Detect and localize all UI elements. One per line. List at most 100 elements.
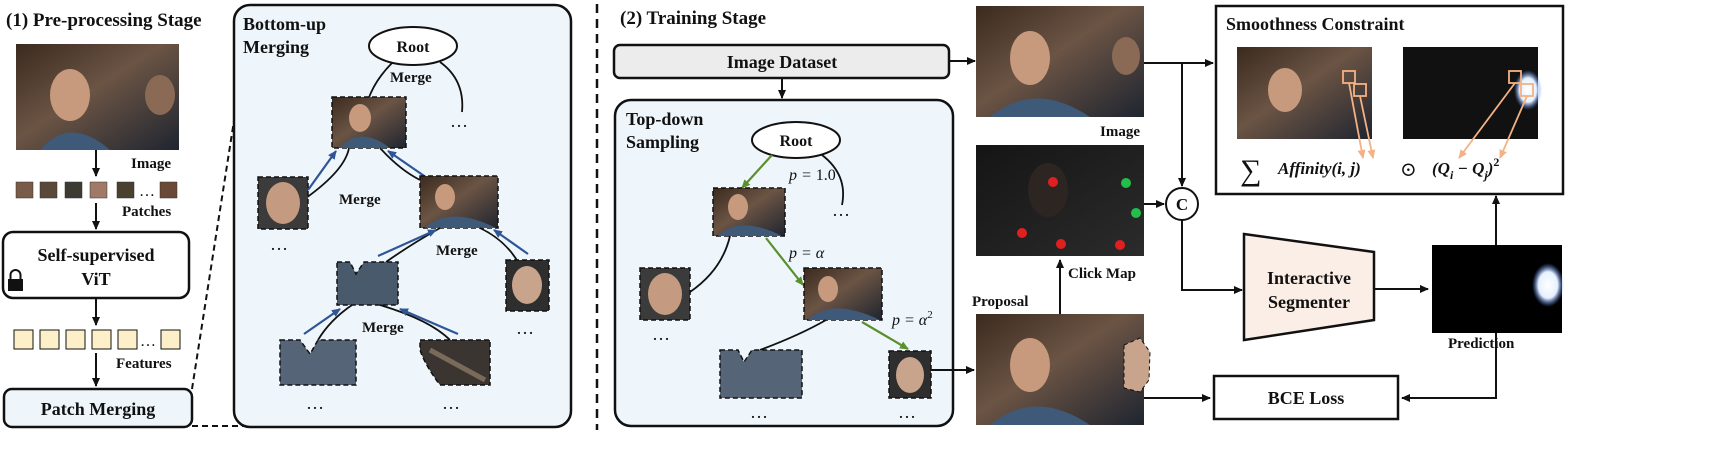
smoothness-box: Smoothness Constraint ∑ Affinity(i, j) ⊙… <box>1214 4 1565 196</box>
affinity-arrow-2 <box>1359 95 1376 159</box>
bu-node-face-right <box>505 259 550 312</box>
td-ellipsis-left: … <box>652 324 670 344</box>
td-prob-3: p = α2 <box>891 309 933 329</box>
training-stage-title: (2) Training Stage <box>620 8 766 29</box>
bu-merge-label-top: Merge <box>390 70 432 86</box>
bu-edge-root-right <box>439 61 464 113</box>
bu-node-level1 <box>331 96 407 149</box>
click-map <box>976 145 1144 256</box>
td-green-arrow-3 <box>861 321 909 350</box>
bu-merge-label-low: Merge <box>436 243 478 259</box>
patches-ellipsis: … <box>139 183 155 200</box>
click-map-label: Click Map <box>1068 266 1136 282</box>
concat-to-segmenter-arrow <box>1181 220 1243 294</box>
patch-merging-label: Patch Merging <box>41 399 155 419</box>
concat-node: C <box>1165 187 1199 221</box>
td-edge-root-right <box>821 154 844 206</box>
bu-edge-l1-left <box>305 147 350 199</box>
smoothness-image <box>1237 47 1372 139</box>
image-label: Image <box>131 156 171 172</box>
features-ellipsis: … <box>140 333 156 350</box>
bu-blue-arrow-3 <box>377 228 437 258</box>
td-green-arrow-2 <box>765 237 804 286</box>
bu-edge-l1-right <box>379 147 421 181</box>
bu-leaf-right <box>419 339 491 386</box>
prediction-map <box>1432 245 1564 333</box>
td-ellipsis-root: … <box>832 200 850 220</box>
bu-ellipsis-leaf-right: … <box>442 393 460 413</box>
bu-leaf-left <box>279 339 357 386</box>
training-image-label: Image <box>1100 124 1140 140</box>
concat-symbol: C <box>1176 195 1188 214</box>
td-ellipsis-l3: … <box>750 402 768 422</box>
bu-ellipsis-root: … <box>450 111 468 131</box>
td-node-level1 <box>712 187 786 237</box>
bu-ellipsis-left: … <box>270 234 288 254</box>
top-down-panel <box>613 98 955 428</box>
vit-box: Self-supervised ViT <box>1 230 191 300</box>
bu-blue-arrow-5 <box>303 308 341 335</box>
td-green-arrow-1 <box>741 154 773 189</box>
top-down-root-node: Root <box>751 121 841 159</box>
interactive-segmenter: Interactive Segmenter <box>1242 232 1376 342</box>
bottom-up-title-line1: Bottom-up <box>243 14 326 34</box>
vit-line1: Self-supervised <box>38 245 155 265</box>
bu-edge-root-left <box>367 62 393 101</box>
image-dataset-label: Image Dataset <box>727 52 837 72</box>
smoothness-prediction <box>1403 47 1542 139</box>
features-row <box>13 329 181 350</box>
q-difference-term: (Qi − Qj)2 <box>1432 155 1499 182</box>
bu-blue-arrow-4 <box>493 229 529 255</box>
odot-symbol: ⊙ <box>1400 159 1417 181</box>
bce-loss-label: BCE Loss <box>1268 388 1345 408</box>
input-image <box>16 44 179 150</box>
prediction-label: Prediction <box>1448 336 1515 352</box>
q-arrow-2 <box>1499 95 1528 159</box>
bottom-up-root-node: Root <box>368 26 458 66</box>
bu-ellipsis-face-right: … <box>516 318 534 338</box>
smoothness-title: Smoothness Constraint <box>1226 14 1405 34</box>
bu-merge-label-mid: Merge <box>339 192 381 208</box>
bu-node-face-left <box>257 176 309 230</box>
bu-blue-arrow-2 <box>387 150 431 181</box>
td-edge-l1-left <box>689 235 731 293</box>
proposal-label: Proposal <box>972 294 1028 310</box>
proposal-image <box>976 314 1151 425</box>
patch-merging-box: Patch Merging <box>2 387 194 429</box>
bottom-up-title-line2: Merging <box>243 37 309 57</box>
td-node-face-left <box>639 267 691 321</box>
bottom-up-root-label: Root <box>397 39 431 56</box>
preprocess-stage-title: (1) Pre-processing Stage <box>6 10 202 31</box>
bu-edge-l2-right <box>479 227 519 263</box>
q-arrow-1 <box>1458 82 1516 159</box>
td-node-level3 <box>719 349 803 399</box>
bu-node-level2 <box>419 175 499 229</box>
td-prob-2: p = α <box>788 245 825 262</box>
sum-symbol: ∑ <box>1240 154 1261 187</box>
patches-label: Patches <box>122 204 171 220</box>
bce-loss-box: BCE Loss <box>1212 374 1400 421</box>
top-down-title-line1: Top-down <box>626 109 703 129</box>
lock-icon <box>8 269 23 291</box>
top-down-root-label: Root <box>780 133 814 150</box>
vit-line2: ViT <box>81 269 110 289</box>
bu-merge-label-bottom: Merge <box>362 320 404 336</box>
td-edge-l2-left <box>759 319 827 351</box>
bu-node-level3 <box>336 261 399 306</box>
bu-blue-arrow-1 <box>307 150 337 191</box>
image-dataset-box: Image Dataset <box>612 43 951 80</box>
bu-edge-l3-left <box>317 304 353 341</box>
prediction-to-bce-arrow <box>1401 333 1497 402</box>
top-down-title-line2: Sampling <box>626 132 699 152</box>
affinity-arrow-1 <box>1348 82 1366 159</box>
bu-blue-arrow-6 <box>399 307 459 336</box>
td-prob-1: p = 1.0 <box>788 167 836 184</box>
features-label: Features <box>116 356 172 372</box>
bu-edge-l3-right <box>379 304 451 341</box>
td-node-face-sampled <box>888 350 932 399</box>
segmenter-line1: Interactive <box>1267 268 1351 288</box>
affinity-term: Affinity(i, j) <box>1277 159 1361 178</box>
bu-ellipsis-leaf-left: … <box>306 393 324 413</box>
td-node-level2 <box>803 267 883 321</box>
